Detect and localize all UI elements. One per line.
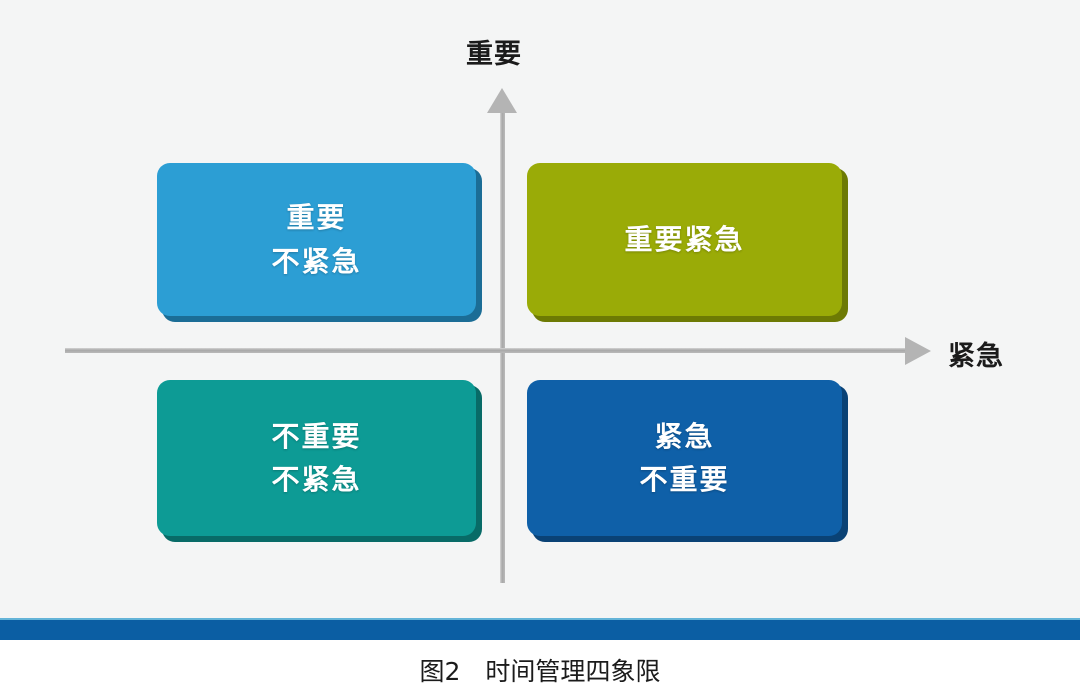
- quadrant-face: 紧急 不重要: [527, 380, 842, 536]
- arrow-right-icon: [905, 337, 931, 365]
- footer-rule: [0, 618, 1080, 640]
- quadrant-label-line-2: 不紧急: [271, 245, 362, 277]
- quadrant-not-important-not-urgent[interactable]: 不重要 不紧急: [157, 380, 482, 542]
- quadrant-label-line-2: 不紧急: [271, 464, 362, 495]
- quadrant-important-urgent[interactable]: 重要紧急: [527, 163, 848, 322]
- quadrant-label-line-1: 重要紧急: [624, 223, 745, 255]
- quadrant-label-line-2: 不重要: [639, 464, 730, 495]
- vertical-axis-label: 重要: [466, 39, 522, 69]
- figure-caption: 图2 时间管理四象限: [419, 657, 661, 686]
- quadrant-label-line-1: 不重要: [271, 420, 362, 452]
- arrow-up-icon: [487, 88, 517, 113]
- quadrant-urgent-not-important[interactable]: 紧急 不重要: [527, 380, 848, 542]
- vertical-axis-line: [500, 105, 505, 583]
- quadrant-label-line-1: 重要: [286, 202, 347, 234]
- quadrant-face: 重要紧急: [527, 163, 842, 316]
- quadrant-label-line-1: 紧急: [654, 420, 715, 452]
- horizontal-axis-label: 紧急: [948, 341, 1004, 371]
- quadrant-face: 重要 不紧急: [157, 163, 476, 316]
- quadrant-face: 不重要 不紧急: [157, 380, 476, 536]
- horizontal-axis-line: [65, 348, 910, 353]
- quadrant-important-not-urgent[interactable]: 重要 不紧急: [157, 163, 482, 322]
